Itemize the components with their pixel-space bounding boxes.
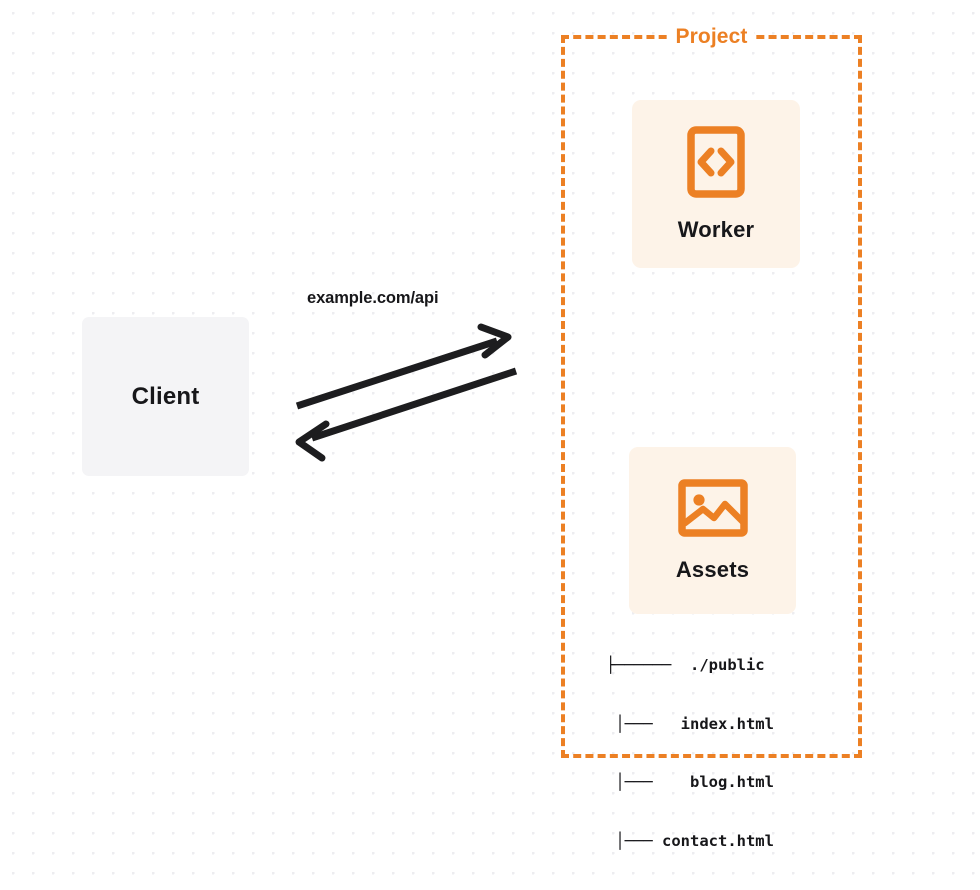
node-worker[interactable]: Worker (632, 100, 800, 268)
image-picture-icon (677, 478, 748, 543)
node-assets-label: Assets (675, 557, 750, 582)
file-tree-row: │─── contact.html (606, 831, 774, 850)
node-assets[interactable]: Assets (629, 447, 796, 614)
file-tree-row: │─── index.html (606, 714, 774, 733)
file-tree: ├────── ./public │─── index.html │─── bl… (606, 617, 774, 890)
edge-label-api-url: example.com/api (307, 289, 439, 307)
arrow-response (295, 367, 518, 462)
diagram-canvas: Client example.com/api Project Worker (82, 25, 862, 850)
group-project: Project (561, 25, 862, 758)
group-project-title: Project (668, 25, 755, 49)
file-tree-row: ├────── ./public (606, 656, 765, 674)
node-worker-label: Worker (677, 216, 755, 242)
code-brackets-icon (687, 125, 745, 203)
arrow-request (295, 323, 512, 410)
file-tree-row: │─── blog.html (606, 773, 774, 791)
node-client[interactable]: Client (82, 317, 249, 476)
node-client-label: Client (131, 382, 200, 410)
